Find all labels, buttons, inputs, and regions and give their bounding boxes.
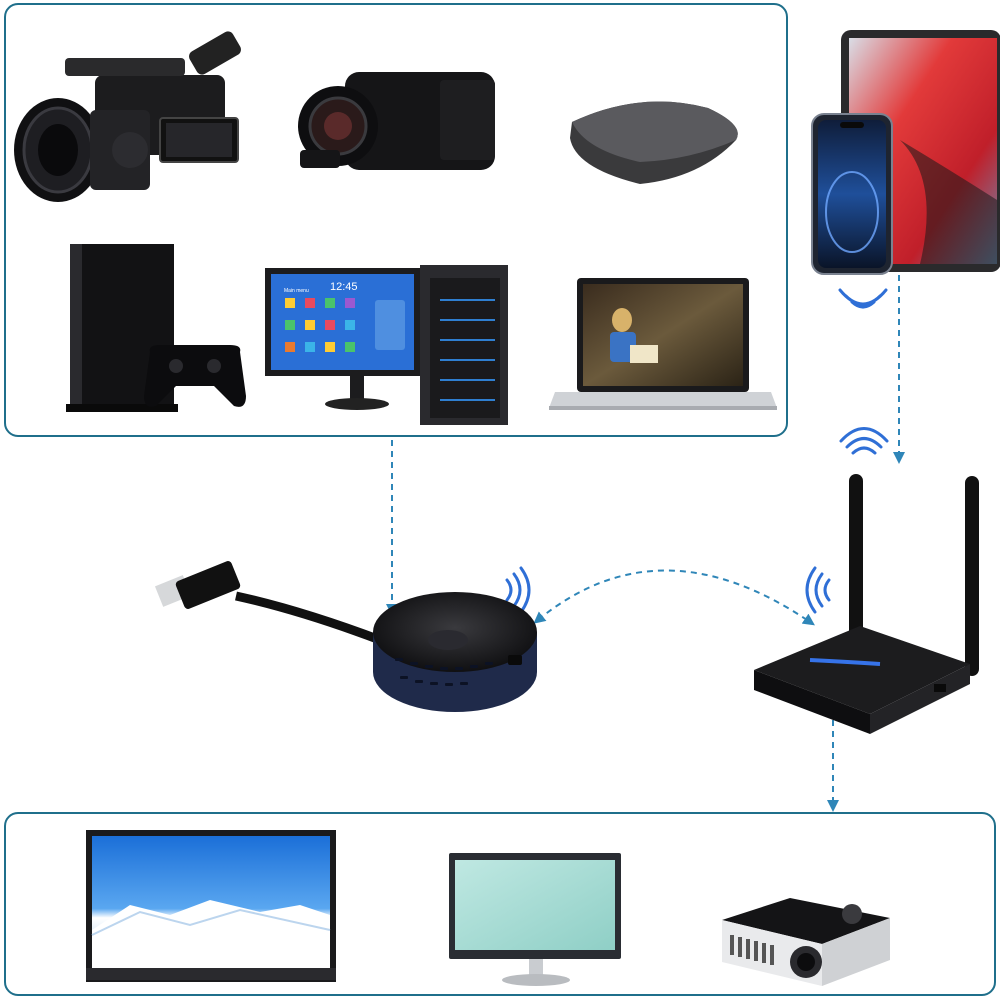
projector xyxy=(722,898,890,986)
wifi-signal-icon-receiver xyxy=(805,566,831,614)
professional-camcorder xyxy=(14,31,241,202)
wifi-signal-icon-receiver-top xyxy=(839,427,889,455)
monitor xyxy=(449,853,621,986)
connection-arrows xyxy=(386,275,905,812)
monitor-menu-label: Main menu xyxy=(284,288,309,294)
tv-box xyxy=(570,101,738,184)
wireless-receiver-box xyxy=(754,474,979,734)
transmitter-receiver-link-arrow xyxy=(533,569,815,626)
hdmi-wireless-transmitter-dongle xyxy=(154,561,537,712)
laptop xyxy=(549,278,777,410)
wifi-signal-icon-transmitter xyxy=(505,566,531,614)
game-console xyxy=(66,244,246,412)
handheld-camcorder xyxy=(298,72,495,170)
wifi-signal-icon-phone xyxy=(838,288,888,309)
monitor-clock: 12:45 xyxy=(330,281,358,293)
desktop-computer: 12:45 Main menu xyxy=(265,265,508,425)
smartphone xyxy=(811,113,893,275)
television xyxy=(86,830,336,982)
